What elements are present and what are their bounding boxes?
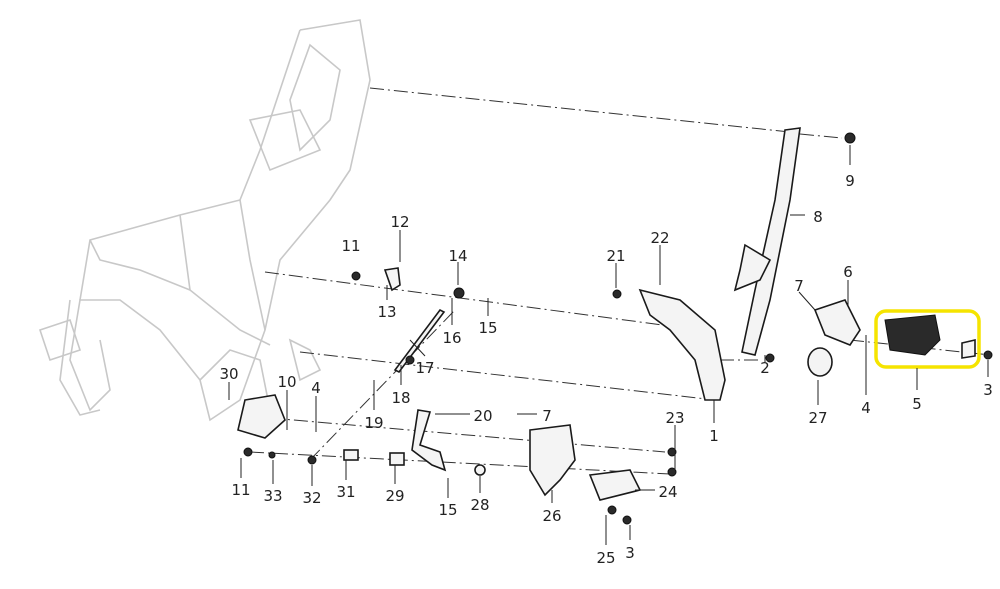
callout-23: 23 [665,409,684,427]
callout-17: 17 [415,359,434,377]
leader-lines [228,145,989,545]
callout-10: 10 [277,373,296,391]
callout-1: 1 [709,427,719,445]
callout-6: 6 [843,263,853,281]
part-26-bracket [529,424,576,497]
part-21-bolt [612,289,622,299]
part-3-nut [983,350,993,360]
callout-7: 7 [794,277,804,295]
callout-27: 27 [808,409,827,427]
callout-numbers: 9 8 12 11 14 22 21 6 7 13 16 15 17 2 18 … [219,172,992,567]
part-9-nut [844,132,856,144]
part-23b-bolt [667,467,677,477]
part-8-stay [741,127,801,356]
callout-5: 5 [912,395,922,413]
callout-33: 33 [263,487,282,505]
part-11-nut [351,271,361,281]
part-8-bracket [733,243,772,292]
part-28-ring [474,464,486,476]
callout-4b: 4 [861,399,871,417]
callout-26: 26 [542,507,561,525]
part-13-arm [383,267,401,292]
callout-24: 24 [658,483,677,501]
part-5-cluster [884,314,941,356]
callout-20: 20 [473,407,492,425]
callout-30: 30 [219,365,238,383]
callout-8: 8 [813,208,823,226]
part-27-damper [807,347,833,377]
callout-3: 3 [983,381,993,399]
part-5-plate [961,338,976,359]
callout-16: 16 [442,329,461,347]
part-3b-nut [622,515,632,525]
callout-19: 19 [364,414,383,432]
callout-11: 11 [341,237,360,255]
callout-31: 31 [336,483,355,501]
callout-13: 13 [377,303,396,321]
callout-22: 22 [650,229,669,247]
callout-29: 29 [385,487,404,505]
callout-7b: 7 [542,407,552,425]
callout-15: 15 [478,319,497,337]
part-31-pin [343,449,359,461]
callout-18: 18 [391,389,410,407]
callout-9: 9 [845,172,855,190]
callout-12: 12 [390,213,409,231]
part-29-collar [389,452,405,466]
callout-32: 32 [302,489,321,507]
part-32-nut [307,455,317,465]
part-23a-bolt [667,447,677,457]
part-30-bracket [237,394,286,439]
part-14-washer [453,287,465,299]
part-33-washer [268,451,276,459]
callout-25: 25 [596,549,615,567]
part-25-bolt [607,505,617,515]
callout-15b: 15 [438,501,457,519]
motorcycle-frame [38,19,371,422]
callout-21: 21 [606,247,625,265]
part-24-footpeg [588,469,642,501]
callout-14: 14 [448,247,467,265]
callout-28: 28 [470,496,489,514]
callout-3b: 3 [625,544,635,562]
part-6-footrest-bracket [813,299,861,346]
callout-2: 2 [760,359,770,377]
part-20-lever [411,409,447,472]
callout-11b: 11 [231,481,250,499]
callout-4: 4 [311,379,321,397]
part-22-plate [638,288,726,401]
part-18-joint [405,355,415,365]
highlight-box-part-5 [874,309,981,369]
part-2-bolt [765,353,775,363]
parts [237,127,993,525]
part-11b-nut [243,447,253,457]
assembly-lines [249,87,991,475]
